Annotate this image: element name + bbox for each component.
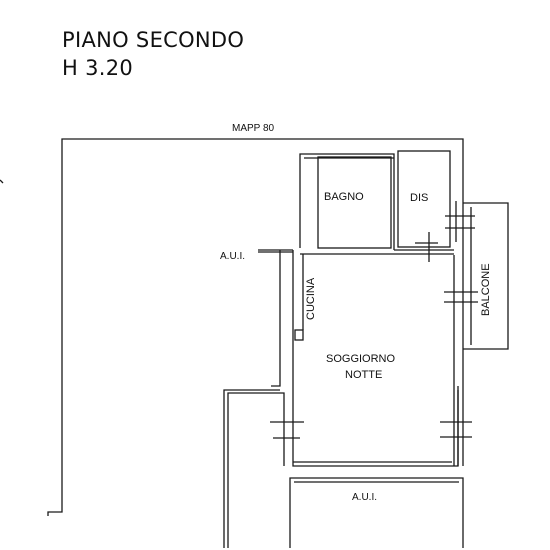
bagno-room bbox=[317, 156, 392, 249]
bagno-label: BAGNO bbox=[324, 191, 364, 203]
a-u-i-bottom-block bbox=[289, 477, 464, 548]
floor-height-label: H 3.20 bbox=[62, 56, 134, 80]
dis-label: DIS bbox=[410, 192, 428, 204]
lower-left-wall-inner bbox=[223, 389, 280, 548]
property-boundary bbox=[47, 138, 464, 516]
a-u-i-label-left: A.U.I. bbox=[220, 251, 245, 262]
page-title: PIANO SECONDO bbox=[62, 28, 245, 52]
soggiorno-label: SOGGIORNO bbox=[326, 353, 396, 365]
unit-wall-left bbox=[271, 250, 281, 387]
bagno-outer-wall bbox=[299, 153, 395, 250]
balcone-label: BALCONE bbox=[480, 263, 492, 316]
notte-label: NOTTE bbox=[345, 369, 382, 381]
cucina-label: CUCINA bbox=[305, 277, 317, 320]
boundary-tick bbox=[0, 179, 4, 184]
a-u-i-label-bottom: A.U.I. bbox=[352, 492, 377, 503]
dis-room bbox=[397, 150, 451, 248]
mapp-label: MAPP 80 bbox=[232, 123, 274, 134]
balcone-outline bbox=[463, 202, 509, 350]
soggiorno-bottom-wall bbox=[292, 386, 459, 467]
cucina-appliance bbox=[294, 329, 304, 341]
lower-left-wall bbox=[227, 392, 285, 548]
